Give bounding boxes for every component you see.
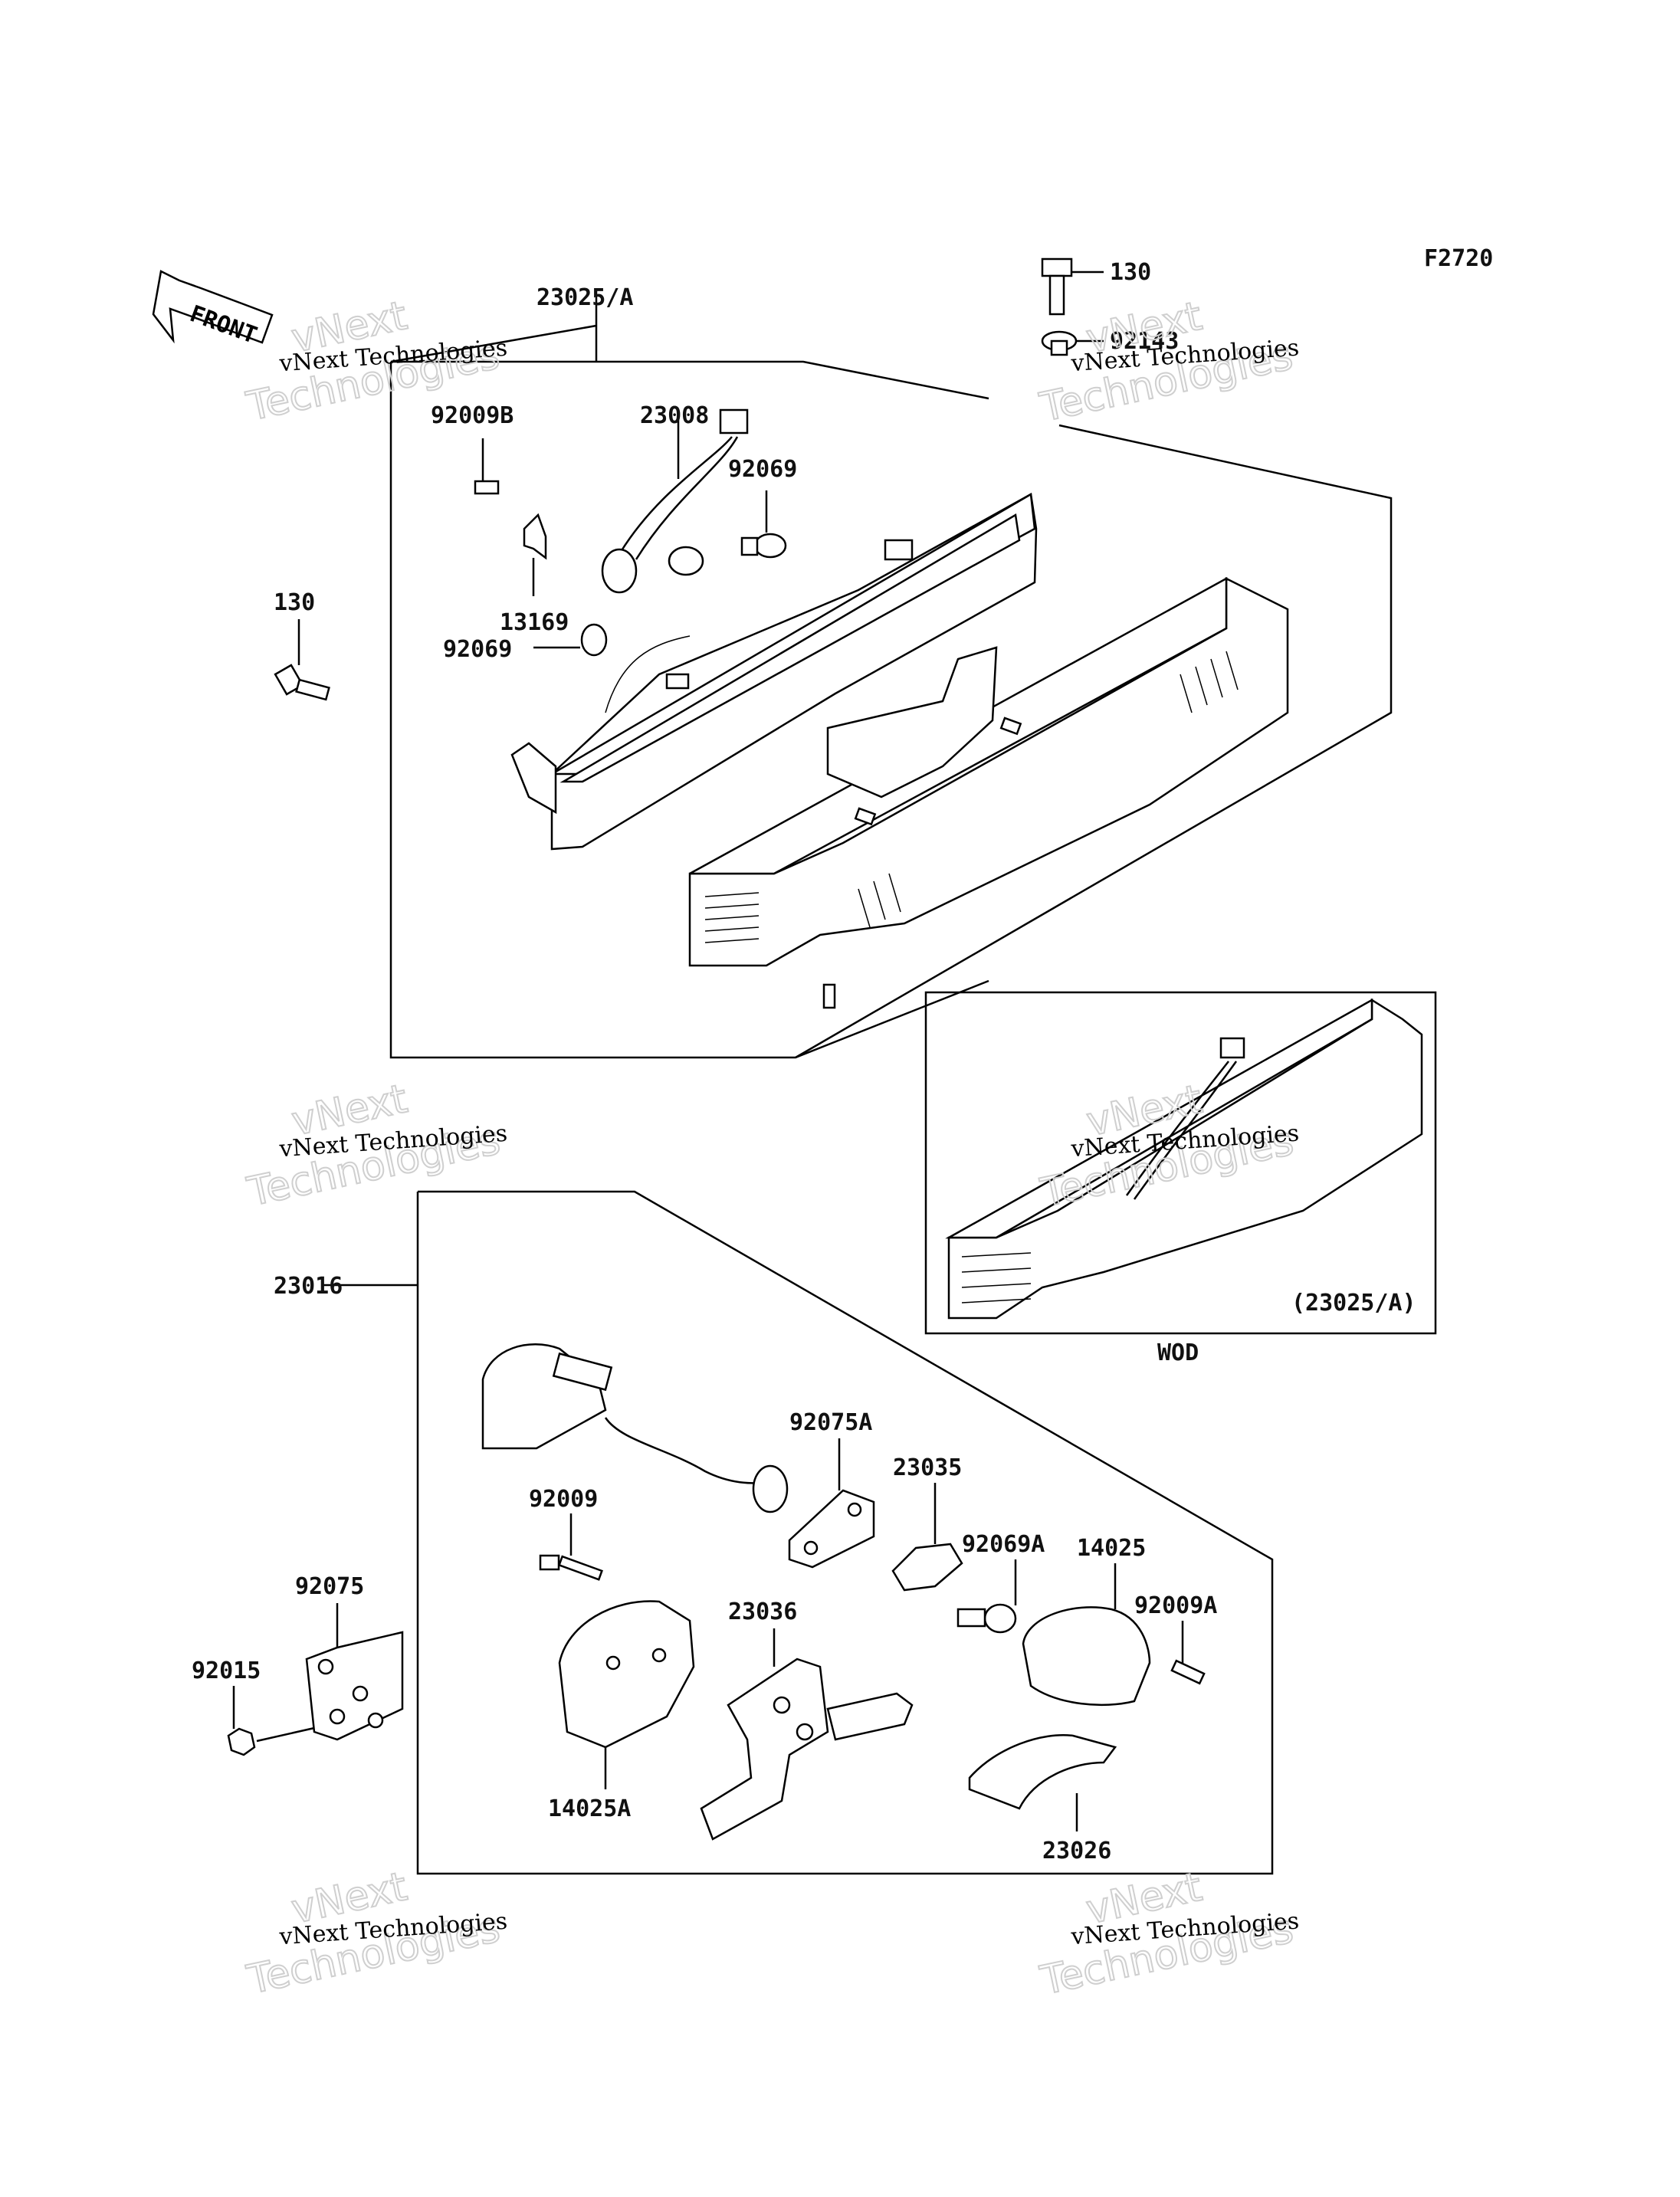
part-label-13169: 13169 (500, 609, 569, 636)
cover-14025A-icon (558, 1600, 695, 1789)
socket-harness-23008-icon (601, 408, 749, 594)
license-lamp-housing-icon (481, 1343, 789, 1513)
part-label-23036: 23036 (728, 1599, 797, 1625)
screw-92009A-icon (1170, 1621, 1206, 1685)
part-label-23026: 23026 (1042, 1838, 1111, 1864)
part-label-92075: 92075 (295, 1573, 364, 1600)
part-label-92143: 92143 (1110, 328, 1179, 355)
part-label-92075A: 92075A (789, 1409, 872, 1436)
part-label-14025A: 14025A (548, 1795, 631, 1822)
bulb-92069A-icon (956, 1559, 1017, 1634)
nut-92015-icon (227, 1686, 315, 1756)
part-label-92069-right: 92069 (728, 456, 797, 483)
screw-92009B-icon (474, 438, 500, 495)
wod-variant-box: (23025/A) (924, 991, 1437, 1335)
plate-92075-icon (305, 1603, 404, 1741)
part-label-23016: 23016 (274, 1273, 343, 1300)
plate-92075A-icon (788, 1438, 875, 1569)
license-lamp-assembly-frame (322, 1190, 1274, 1875)
bolt-130-left-icon (274, 619, 330, 701)
part-label-92009B: 92009B (431, 402, 514, 429)
part-label-92009A: 92009A (1134, 1592, 1217, 1619)
lamp-gasket (826, 646, 998, 798)
screw-92009-icon (539, 1513, 603, 1581)
variant-ref: (23025/A) (1291, 1290, 1416, 1317)
part-label-92015: 92015 (192, 1658, 261, 1684)
plate-13169-icon (523, 513, 547, 596)
band-23026-icon (968, 1734, 1117, 1831)
collar-92143-icon (1041, 330, 1104, 356)
part-label-23025A: 23025/A (536, 284, 633, 311)
tail-lamp-assembly-frame (389, 290, 1393, 1059)
bracket-23036-icon (700, 1628, 914, 1841)
figure-code: F2720 (1424, 245, 1493, 272)
part-label-23035: 23035 (893, 1454, 962, 1481)
part-label-23008: 23008 (640, 402, 709, 429)
lens-14025-icon (1022, 1563, 1151, 1707)
variant-caption: WOD (1157, 1340, 1199, 1366)
tail-lamp-housing (510, 492, 1038, 851)
bolt-130-top-icon (1041, 257, 1104, 316)
lens-grille (704, 651, 1239, 943)
part-label-92069-left: 92069 (443, 636, 512, 663)
clip-23035-icon (891, 1483, 963, 1592)
bulb-92069-right-icon (740, 490, 787, 559)
assembly-screws (822, 716, 1022, 1009)
part-label-14025: 14025 (1077, 1535, 1146, 1562)
front-arrow-icon: FRONT (152, 270, 274, 349)
part-label-130-left: 130 (274, 589, 315, 616)
part-label-130-top: 130 (1110, 259, 1151, 286)
part-label-92009: 92009 (529, 1486, 598, 1513)
bulb-92069-left-icon (533, 623, 608, 657)
part-label-92069A: 92069A (962, 1531, 1045, 1558)
